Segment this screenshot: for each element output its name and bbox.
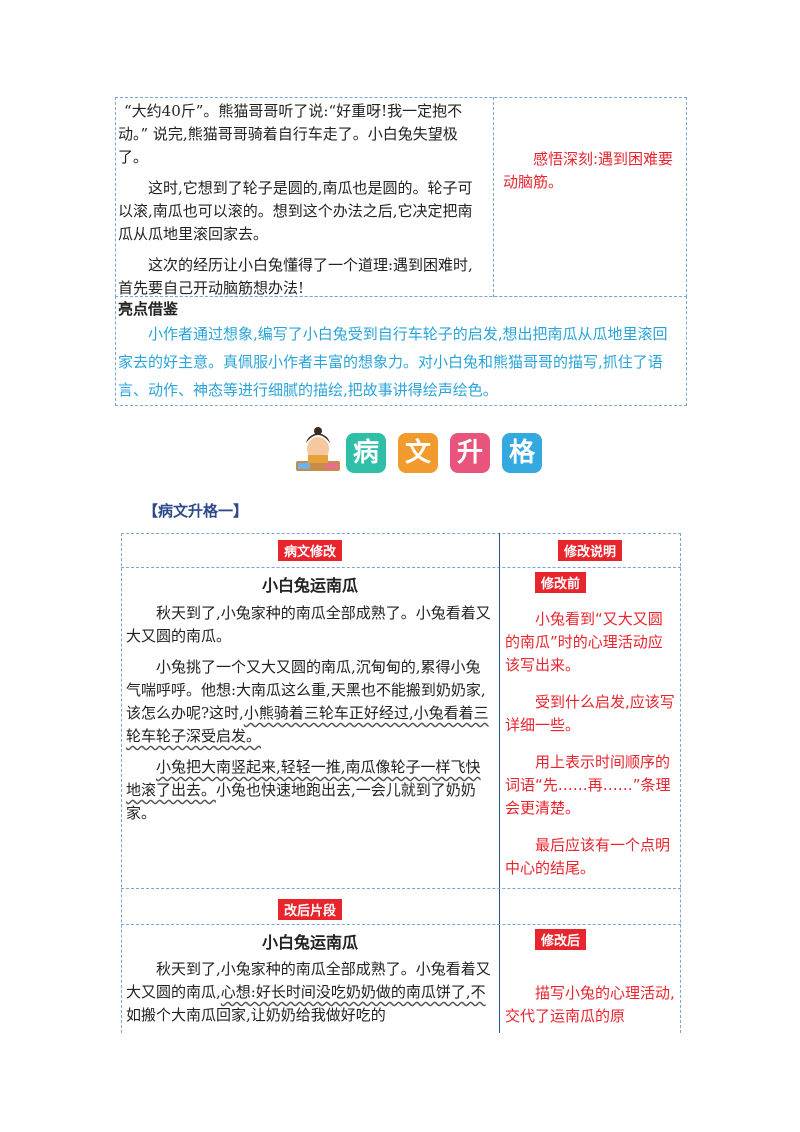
before-tag: 修改前 bbox=[535, 572, 587, 593]
banner-char-1: 病 bbox=[346, 433, 386, 473]
before-notes: 小兔看到“又大又圆的南瓜”时的心理活动应该写出来。 受到什么启发,应该写详细一些… bbox=[505, 608, 675, 880]
before-para-3-wavy: 小兔把大南竖起来,轻轻一推,南瓜像轮子一样飞快地滚了出去。 bbox=[126, 758, 481, 799]
top-column-divider bbox=[493, 97, 494, 297]
table-column-divider bbox=[499, 533, 500, 1033]
table-top-border bbox=[121, 533, 681, 534]
note-3: 用上表示时间顺序的词语“先……再……”条理会更清楚。 bbox=[505, 753, 671, 817]
story-para-1: “大约40斤”。熊猫哥哥听了说:“好重呀!我一定抱不动。” 说完,熊猫哥哥骑着自… bbox=[118, 102, 463, 166]
note-2: 受到什么启发,应该写详细一些。 bbox=[505, 693, 675, 734]
col1-header-wrap: 病文修改 bbox=[121, 540, 499, 561]
table-right-border bbox=[680, 533, 681, 1033]
before-para-1: 秋天到了,小兔家种的南瓜全部成熟了。小兔看着又大又圆的南瓜。 bbox=[126, 604, 491, 645]
after-header: 改后片段 bbox=[277, 899, 342, 920]
after-header-wrap: 改后片段 bbox=[121, 899, 499, 920]
col2-header: 修改说明 bbox=[557, 540, 622, 561]
col1-header: 病文修改 bbox=[277, 540, 342, 561]
col2-header-wrap: 修改说明 bbox=[500, 540, 680, 561]
before-para-2-plain: 小兔挑了一个又大又圆的南瓜,沉甸甸的,累得小兔气喘呼呼。他想:大南瓜这么重,天黑… bbox=[126, 658, 486, 722]
before-story: 秋天到了,小兔家种的南瓜全部成熟了。小兔看着又大又圆的南瓜。 小兔挑了一个又大又… bbox=[126, 602, 494, 833]
top-comment: 感悟深刻:遇到困难要动脑筋。 bbox=[503, 150, 674, 191]
table-header-border bbox=[121, 567, 681, 568]
after-note: 描写小兔的心理活动,交代了运南瓜的原 bbox=[505, 984, 675, 1025]
after-section-bottom-border bbox=[121, 924, 681, 925]
after-story: 秋天到了,小兔家种的南瓜全部成熟了。小兔看着又大又圆的南瓜,心想:好长时间没吃奶… bbox=[126, 958, 494, 1024]
table-left-border bbox=[121, 533, 122, 1033]
note-4: 最后应该有一个点明中心的结尾。 bbox=[505, 836, 671, 877]
story-para-2: 这时,它想到了轮子是圆的,南瓜也是圆的。轮子可以滚,南瓜也可以滚的。想到这个办法… bbox=[118, 179, 473, 243]
before-tag-wrap: 修改前 bbox=[535, 572, 587, 593]
after-tag-wrap: 修改后 bbox=[535, 929, 587, 950]
story-para-3: 这次的经历让小白兔懂得了一个道理:遇到困难时,首先要自己开动脑筋想办法! bbox=[118, 256, 473, 297]
section-label: 【病文升格一】 bbox=[143, 502, 249, 520]
highlight-box bbox=[115, 296, 687, 406]
after-tag: 修改后 bbox=[535, 929, 587, 950]
before-title: 小白兔运南瓜 bbox=[261, 576, 358, 595]
banner-char-2: 文 bbox=[398, 433, 438, 473]
before-para-3-plain: 小兔也快速地跑出去,一会儿就到了奶奶家。 bbox=[126, 781, 476, 822]
after-para-1-wavy: 心想:好长时间没吃奶奶做的南瓜饼了,不如搬个大南瓜回家,让奶奶给我做好吃的 bbox=[126, 983, 486, 1024]
before-para-2-wavy: 小熊骑着三轮车正好经过,小兔看着三轮车轮子深受启发。 bbox=[126, 704, 489, 745]
after-para-1-plain: 秋天到了,小兔家种的南瓜全部成熟了。小兔看着又大又圆的南瓜, bbox=[126, 960, 491, 1001]
top-story-text: “大约40斤”。熊猫哥哥听了说:“好重呀!我一定抱不动。” 说完,熊猫哥哥骑着自… bbox=[118, 100, 486, 308]
after-title: 小白兔运南瓜 bbox=[261, 933, 358, 952]
before-para-3: 小兔把大南竖起来,轻轻一推,南瓜像轮子一样飞快地滚了出去。小兔也快速地跑出去,一… bbox=[126, 756, 494, 825]
highlight-text: 小作者通过想象,编写了小白兔受到自行车轮子的启发,想出把南瓜从瓜地里滚回家去的好… bbox=[118, 325, 668, 399]
banner-char-4: 格 bbox=[502, 433, 542, 473]
before-para-2: 小兔挑了一个又大又圆的南瓜,沉甸甸的,累得小兔气喘呼呼。他想:大南瓜这么重,天黑… bbox=[126, 656, 494, 748]
after-section-top-border bbox=[121, 888, 681, 889]
banner-char-3: 升 bbox=[450, 433, 490, 473]
highlight-title: 亮点借鉴 bbox=[118, 300, 179, 318]
teacher-illustration bbox=[292, 425, 344, 475]
after-para-1: 秋天到了,小兔家种的南瓜全部成熟了。小兔看着又大又圆的南瓜,心想:好长时间没吃奶… bbox=[126, 958, 494, 1024]
note-1: 小兔看到“又大又圆的南瓜”时的心理活动应该写出来。 bbox=[505, 610, 663, 674]
